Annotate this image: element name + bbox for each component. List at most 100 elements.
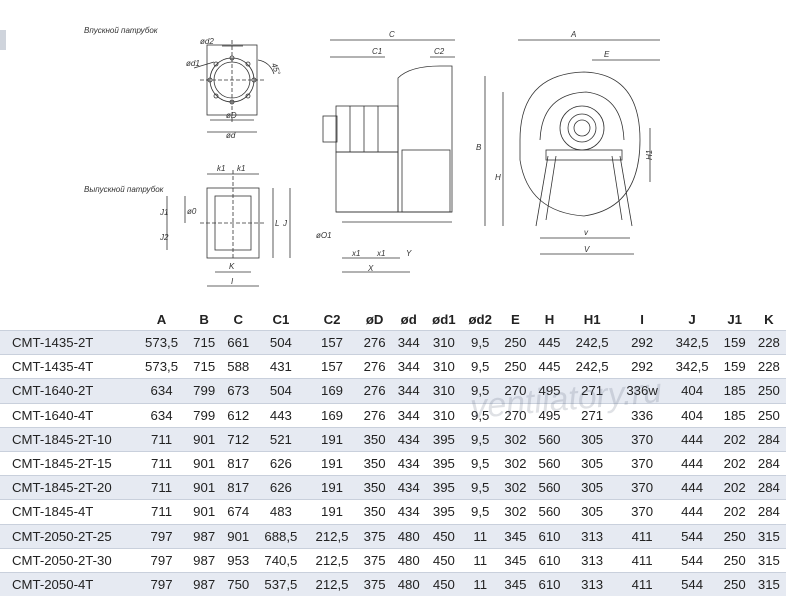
value-cell: 375 — [357, 571, 392, 597]
value-cell: 202 — [717, 475, 752, 500]
value-cell: 674 — [221, 499, 256, 524]
value-cell: 375 — [357, 523, 392, 549]
value-cell: 228 — [751, 354, 786, 379]
value-cell: 276 — [357, 378, 392, 404]
value-cell: 270 — [498, 378, 533, 404]
value-cell: 411 — [617, 547, 667, 573]
value-cell: 987 — [187, 547, 222, 573]
value-cell: 544 — [666, 571, 718, 597]
value-cell: 444 — [666, 499, 718, 524]
value-cell: 350 — [357, 475, 392, 500]
column-header: B — [199, 311, 209, 327]
value-cell: 202 — [717, 499, 752, 524]
label-Y: Y — [406, 249, 412, 258]
value-cell: 242,5 — [566, 354, 618, 379]
value-cell: 250 — [498, 329, 533, 355]
value-cell: 797 — [136, 547, 188, 573]
value-cell: 302 — [498, 426, 533, 452]
label-B: B — [476, 143, 482, 152]
label-X: X — [367, 264, 374, 273]
page-edge-tab — [0, 30, 6, 50]
value-cell: 544 — [666, 547, 718, 573]
value-cell: 480 — [391, 571, 426, 597]
label-v: v — [584, 228, 589, 237]
value-cell: 11 — [462, 523, 499, 549]
label-L: L — [275, 219, 279, 228]
value-cell: 480 — [391, 523, 426, 549]
value-cell: 444 — [666, 426, 718, 452]
value-cell: 797 — [136, 571, 188, 597]
value-cell: 395 — [425, 499, 463, 524]
value-cell: 185 — [717, 378, 752, 404]
value-cell: 305 — [566, 450, 618, 476]
value-cell: 740,5 — [255, 547, 307, 573]
label-od1: ød1 — [186, 59, 200, 68]
value-cell: 9,5 — [462, 450, 499, 476]
value-cell: 202 — [717, 450, 752, 476]
value-cell: 315 — [751, 523, 786, 549]
value-cell: 159 — [717, 329, 752, 355]
column-header: øD — [365, 311, 384, 327]
value-cell: 443 — [255, 402, 307, 428]
value-cell: 953 — [221, 547, 256, 573]
label-E: E — [604, 50, 610, 59]
value-cell: 395 — [425, 450, 463, 476]
label-oO1: øO1 — [316, 231, 332, 240]
value-cell: 350 — [357, 426, 392, 452]
value-cell: 9,5 — [462, 378, 499, 404]
label-x1a: x1 — [351, 249, 360, 258]
column-header: A — [156, 311, 167, 327]
value-cell: 336 — [617, 402, 667, 428]
value-cell: 901 — [187, 450, 222, 476]
value-cell: 250 — [498, 354, 533, 379]
value-cell: 342,5 — [666, 329, 718, 355]
label-x1b: x1 — [376, 249, 385, 258]
value-cell: 284 — [751, 475, 786, 500]
value-cell: 250 — [717, 523, 752, 549]
model-cell: CMT-2050-2T-30 — [0, 547, 136, 573]
value-cell: 450 — [425, 571, 463, 597]
label-A: A — [570, 30, 576, 39]
value-cell: 313 — [566, 547, 618, 573]
column-header: J1 — [727, 311, 743, 327]
value-cell: 445 — [532, 329, 567, 355]
label-45: 45° — [269, 62, 282, 77]
value-cell: 250 — [751, 402, 786, 428]
model-cell: CMT-1640-2T — [0, 378, 136, 404]
value-cell: 284 — [751, 499, 786, 524]
value-cell: 191 — [306, 450, 358, 476]
value-cell: 276 — [357, 329, 392, 355]
value-cell: 344 — [391, 329, 426, 355]
column-header: H1 — [583, 311, 601, 327]
value-cell: 310 — [425, 402, 463, 428]
value-cell: 901 — [187, 426, 222, 452]
value-cell: 11 — [462, 571, 499, 597]
value-cell: 395 — [425, 475, 463, 500]
value-cell: 336w — [617, 378, 667, 404]
inlet-caption: Впускной патрубок — [84, 26, 158, 35]
value-cell: 573,5 — [136, 354, 188, 379]
value-cell: 310 — [425, 378, 463, 404]
column-header: K — [764, 311, 774, 327]
value-cell: 370 — [617, 450, 667, 476]
value-cell: 284 — [751, 450, 786, 476]
value-cell: 344 — [391, 402, 426, 428]
label-J1: J1 — [159, 208, 168, 217]
value-cell: 450 — [425, 523, 463, 549]
value-cell: 370 — [617, 426, 667, 452]
model-cell: CMT-1845-4T — [0, 499, 136, 524]
value-cell: 711 — [136, 499, 188, 524]
value-cell: 560 — [532, 450, 567, 476]
value-cell: 521 — [255, 426, 307, 452]
value-cell: 560 — [532, 426, 567, 452]
value-cell: 169 — [306, 378, 358, 404]
value-cell: 228 — [751, 329, 786, 355]
label-od2: ød2 — [200, 37, 214, 46]
model-cell: CMT-1845-2T-20 — [0, 475, 136, 500]
label-C1: C1 — [372, 47, 382, 56]
model-cell: CMT-1435-2T — [0, 329, 136, 355]
